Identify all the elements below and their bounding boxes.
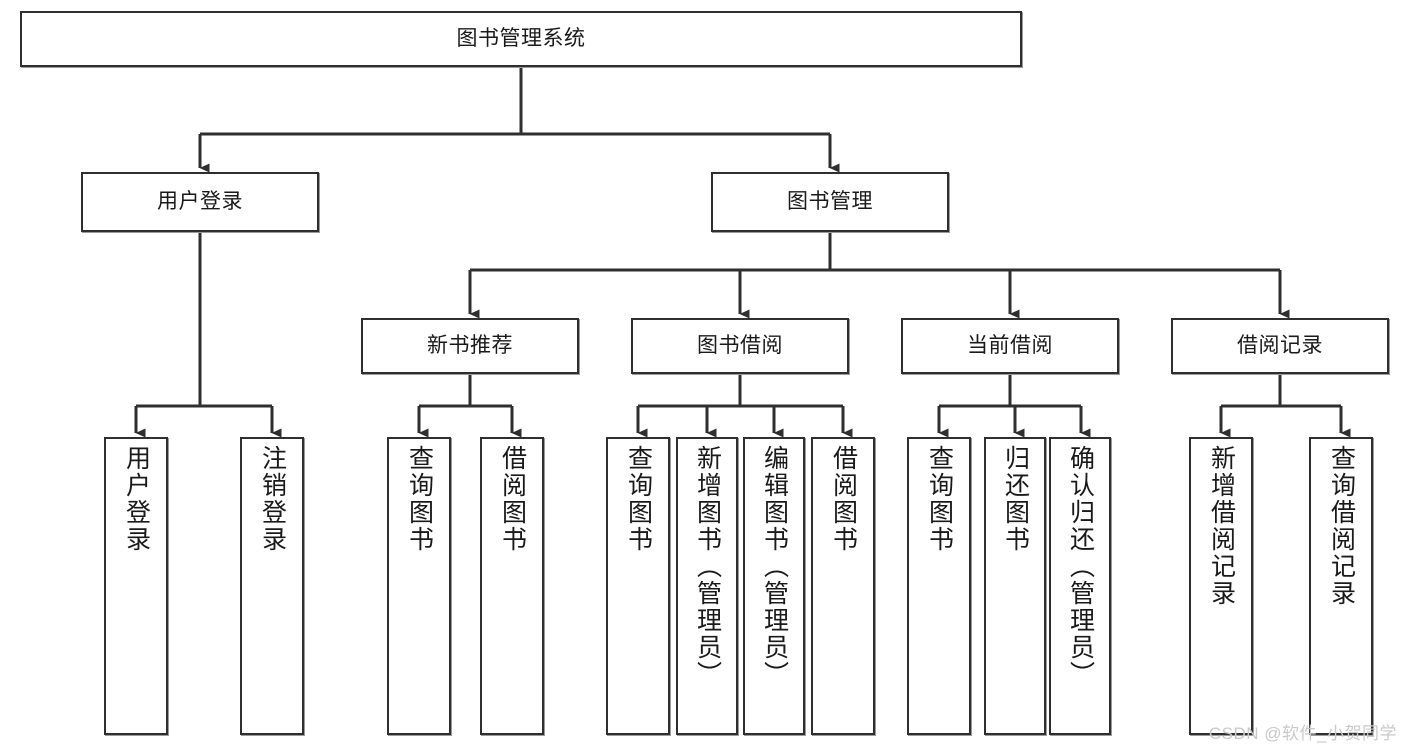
leaf-book-borrow-edit-admin[interactable]: 编辑图书（管理员） (743, 437, 805, 735)
node-label: 图书借阅 (697, 334, 783, 358)
leaf-user-login-logout[interactable]: 注销登录 (240, 437, 304, 735)
leaf-book-borrow-query[interactable]: 查询图书 (606, 437, 670, 735)
leaf-new-book-query[interactable]: 查询图书 (387, 437, 451, 735)
node-label: 借阅记录 (1237, 334, 1323, 358)
leaf-current-borrow-confirm-return-admin[interactable]: 确认归还（管理员） (1049, 437, 1111, 735)
leaf-current-borrow-return[interactable]: 归还图书 (984, 437, 1046, 735)
node-borrow-record[interactable]: 借阅记录 (1171, 318, 1389, 374)
node-label: 查询借阅记录 (1327, 445, 1356, 607)
node-label: 用户登录 (122, 445, 151, 553)
node-label: 借阅图书 (498, 445, 527, 553)
node-new-book-recommend[interactable]: 新书推荐 (361, 318, 579, 374)
leaf-book-borrow-borrow[interactable]: 借阅图书 (811, 437, 875, 735)
node-label: 图书管理 (787, 190, 873, 214)
watermark: CSDN @软件_小贺同学 (1208, 724, 1397, 743)
node-book-management[interactable]: 图书管理 (711, 172, 949, 232)
node-current-borrow[interactable]: 当前借阅 (901, 318, 1119, 374)
node-user-login[interactable]: 用户登录 (81, 172, 319, 232)
node-label: 当前借阅 (967, 334, 1053, 358)
leaf-new-book-borrow[interactable]: 借阅图书 (480, 437, 544, 735)
node-label: 编辑图书（管理员） (760, 445, 789, 688)
node-label: 归还图书 (1001, 445, 1030, 553)
leaf-book-borrow-add-admin[interactable]: 新增图书（管理员） (676, 437, 738, 735)
node-label: 图书管理系统 (456, 27, 586, 51)
node-label: 注销登录 (258, 445, 287, 553)
node-label: 新增图书（管理员） (693, 445, 722, 688)
leaf-borrow-record-query[interactable]: 查询借阅记录 (1309, 437, 1373, 735)
node-label: 查询图书 (925, 445, 954, 553)
node-root-book-management-system[interactable]: 图书管理系统 (20, 11, 1022, 67)
node-label: 查询图书 (405, 445, 434, 553)
node-book-borrow[interactable]: 图书借阅 (631, 318, 849, 374)
leaf-user-login-login[interactable]: 用户登录 (104, 437, 168, 735)
node-label: 查询图书 (624, 445, 653, 553)
node-label: 用户登录 (157, 190, 243, 214)
node-label: 新书推荐 (427, 334, 513, 358)
node-label: 确认归还（管理员） (1066, 445, 1095, 688)
leaf-current-borrow-query[interactable]: 查询图书 (907, 437, 971, 735)
node-label: 借阅图书 (829, 445, 858, 553)
leaf-borrow-record-add[interactable]: 新增借阅记录 (1189, 437, 1253, 735)
node-label: 新增借阅记录 (1207, 445, 1236, 607)
